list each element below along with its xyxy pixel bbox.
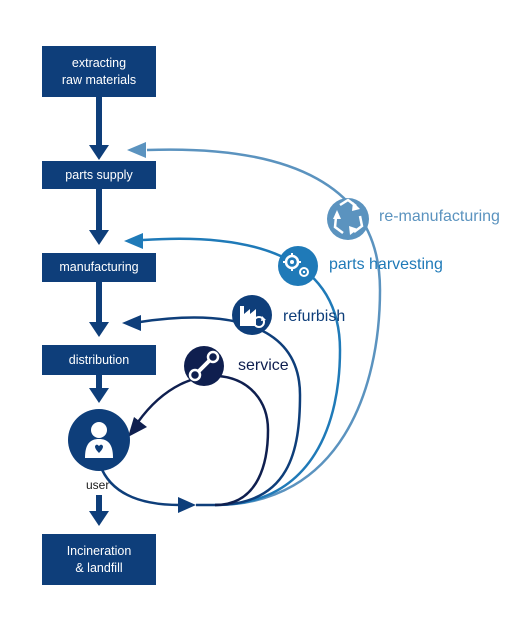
loop-refurbish-arrowhead bbox=[122, 315, 141, 331]
loop-re-manufacturing bbox=[146, 148, 382, 507]
recovery-loops bbox=[122, 142, 382, 507]
arrow-user-to-loops bbox=[98, 464, 215, 513]
loop-refurbish bbox=[139, 316, 302, 507]
arrow-manufacturing-to-distribution bbox=[89, 282, 109, 337]
loop-label-parts-harvesting: parts harvesting bbox=[329, 256, 443, 273]
loop-parts-harvesting bbox=[142, 237, 342, 507]
loop-re-manufacturing-arrowhead bbox=[127, 142, 146, 158]
factory-icon bbox=[232, 295, 272, 335]
wrench-icon bbox=[184, 346, 224, 386]
gears-icon bbox=[278, 246, 318, 286]
loop-service bbox=[136, 374, 270, 507]
stage-manufacturing: manufacturing bbox=[42, 253, 156, 282]
loop-label-refurbish: refurbish bbox=[283, 308, 346, 325]
person-heart-icon bbox=[68, 409, 130, 471]
recycle-icon bbox=[327, 198, 369, 240]
stage-incineration-landfill: Incineration & landfill bbox=[42, 534, 156, 585]
loop-service-arrowhead bbox=[128, 417, 147, 437]
arrow-parts-to-manufacturing bbox=[89, 189, 109, 245]
arrow-extract-to-parts bbox=[89, 97, 109, 160]
stage-extracting-raw-materials: extracting raw materials bbox=[42, 46, 156, 97]
loop-label-service: service bbox=[238, 357, 289, 374]
main-flow-arrows bbox=[89, 97, 215, 526]
stage-parts-supply: parts supply bbox=[42, 161, 156, 189]
loop-parts-harvesting-arrowhead bbox=[124, 233, 143, 249]
stage-distribution: distribution bbox=[42, 345, 156, 375]
user-label: user bbox=[86, 478, 110, 492]
arrow-distribution-to-user bbox=[89, 375, 109, 403]
loop-label-re-manufacturing: re-manufacturing bbox=[379, 208, 500, 225]
arrow-user-to-landfill bbox=[89, 495, 109, 526]
